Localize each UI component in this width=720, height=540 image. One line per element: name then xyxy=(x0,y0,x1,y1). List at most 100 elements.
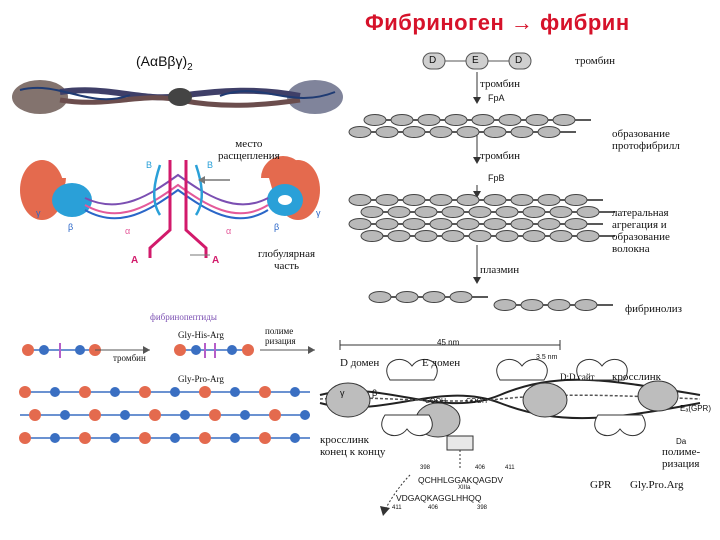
polymer-bead xyxy=(29,409,41,421)
fibrin-monomer xyxy=(387,206,411,218)
residue-398-bottom: 398 xyxy=(477,505,488,511)
fibrin-monomer xyxy=(360,230,384,242)
polymerization-label-left: полиме ризация xyxy=(265,326,296,346)
fibrin-monomer xyxy=(375,126,399,138)
fibrin-monomer xyxy=(402,194,426,206)
polymer-bead xyxy=(170,387,180,397)
monomer-d-left: D xyxy=(429,55,437,66)
fibrin-monomer xyxy=(483,218,507,230)
sequence-bottom: VDGAQKAGGLHHQQ xyxy=(396,493,482,503)
gly-his-arg-label: Gly-His-Arg xyxy=(178,330,224,340)
fibrinogen-schematic xyxy=(20,156,320,258)
fibrinolysis-label: фибринолиз xyxy=(625,303,682,315)
fibrin-monomer xyxy=(441,206,465,218)
polymer-bead xyxy=(300,410,310,420)
fibrin-monomer xyxy=(522,230,546,242)
polymer-bead xyxy=(209,409,221,421)
polymer-bead xyxy=(240,410,250,420)
fibrin-detail xyxy=(319,340,701,516)
fibrin-monomer xyxy=(549,206,573,218)
polymer-bead xyxy=(269,409,281,421)
fibrin-monomer xyxy=(510,218,534,230)
fibrin-monomer xyxy=(348,126,372,138)
residue-411-bottom: 411 xyxy=(392,505,402,511)
fibrin-monomer xyxy=(468,230,492,242)
beta-label: β xyxy=(372,388,378,398)
fibrin-monomer xyxy=(422,291,446,303)
da-label: Da xyxy=(676,437,687,446)
fibrin-monomer xyxy=(574,299,598,311)
fibrin-monomer xyxy=(537,218,561,230)
dd-site-label: D:D сайт xyxy=(560,372,595,382)
crosslink-end-label: кросслинк конец к концу xyxy=(320,434,386,458)
fibrin-monomer xyxy=(549,230,573,242)
cleavage-site-label: место расщепления xyxy=(218,138,280,162)
fibrin-monomer xyxy=(564,218,588,230)
polymer-bead xyxy=(79,432,91,444)
polymer-bead xyxy=(259,432,271,444)
chain-label-beta-right: β xyxy=(274,222,280,232)
chain-label-a-right: A xyxy=(212,255,220,266)
thrombin-label-3: тромбин xyxy=(480,150,521,162)
fibrin-monomer xyxy=(468,206,492,218)
fibrin-monomer xyxy=(552,114,576,126)
polymer-bead xyxy=(110,387,120,397)
protofibril-label: образование протофибрилл xyxy=(612,128,680,152)
fibrin-monomer xyxy=(402,126,426,138)
fibrin-monomer xyxy=(471,114,495,126)
polymer-bead xyxy=(199,386,211,398)
fibrin-monomer xyxy=(417,114,441,126)
fibrin-monomer xyxy=(429,126,453,138)
polymer-bead xyxy=(60,410,70,420)
sequence-top: QCHHLGGAKQAGDV xyxy=(418,475,504,485)
fibrin-monomer xyxy=(390,114,414,126)
fibrin-monomer xyxy=(429,218,453,230)
fibrin-monomer xyxy=(360,206,384,218)
polymer-bead xyxy=(230,387,240,397)
polymer-bead xyxy=(120,410,130,420)
fibrin-monomer xyxy=(495,230,519,242)
fibrin-monomer xyxy=(510,126,534,138)
fibrin-monomer xyxy=(414,206,438,218)
polymer-bead xyxy=(290,433,300,443)
gly-pro-arg-right-label: Gly.Pro.Arg xyxy=(630,479,684,491)
formula-label: (AαBβγ)2 xyxy=(136,53,193,73)
polymer-bead xyxy=(110,433,120,443)
fibrin-monomer xyxy=(363,114,387,126)
polymer-bead xyxy=(290,387,300,397)
fibrin-monomer xyxy=(456,218,480,230)
thrombin-label-2: тромбин xyxy=(480,78,521,90)
plasmin-label: плазмин xyxy=(480,264,520,276)
polymer-bead xyxy=(180,410,190,420)
fibrin-monomer xyxy=(348,218,372,230)
polymer-bead xyxy=(89,409,101,421)
polymer-bead xyxy=(50,433,60,443)
fibrin-monomer xyxy=(395,291,419,303)
fibrin-monomer xyxy=(441,230,465,242)
chain-label-gamma-left: γ xyxy=(36,208,41,218)
xiiia-label: XIIIa xyxy=(458,485,471,491)
fibrin-monomer xyxy=(522,206,546,218)
fibrin-monomer xyxy=(449,291,473,303)
polymer-bead xyxy=(139,432,151,444)
fibrin-monomer xyxy=(456,126,480,138)
fibrinogen-ribbon-structure xyxy=(12,80,343,114)
protofibril-rows xyxy=(348,114,615,311)
fibrin-monomer xyxy=(576,206,600,218)
polymer-bead xyxy=(230,433,240,443)
fpb-label: FpB xyxy=(488,173,505,183)
polymer-bead xyxy=(79,386,91,398)
slide-title: Фибриноген → фибрин xyxy=(365,10,630,35)
polymer-bead xyxy=(259,386,271,398)
fibrin-monomer xyxy=(429,194,453,206)
fibrin-monomer xyxy=(493,299,517,311)
polymer-bead xyxy=(149,409,161,421)
gly-pro-arg-label: Gly-Pro-Arg xyxy=(178,374,224,384)
size-45nm-label: 45 nm xyxy=(437,338,460,347)
fibrin-monomer xyxy=(564,194,588,206)
fibrin-monomer xyxy=(348,194,372,206)
fibrinopeptides-label: фибринопептиды xyxy=(150,312,217,322)
fibrin-monomer xyxy=(510,194,534,206)
fibrin-monomer xyxy=(547,299,571,311)
